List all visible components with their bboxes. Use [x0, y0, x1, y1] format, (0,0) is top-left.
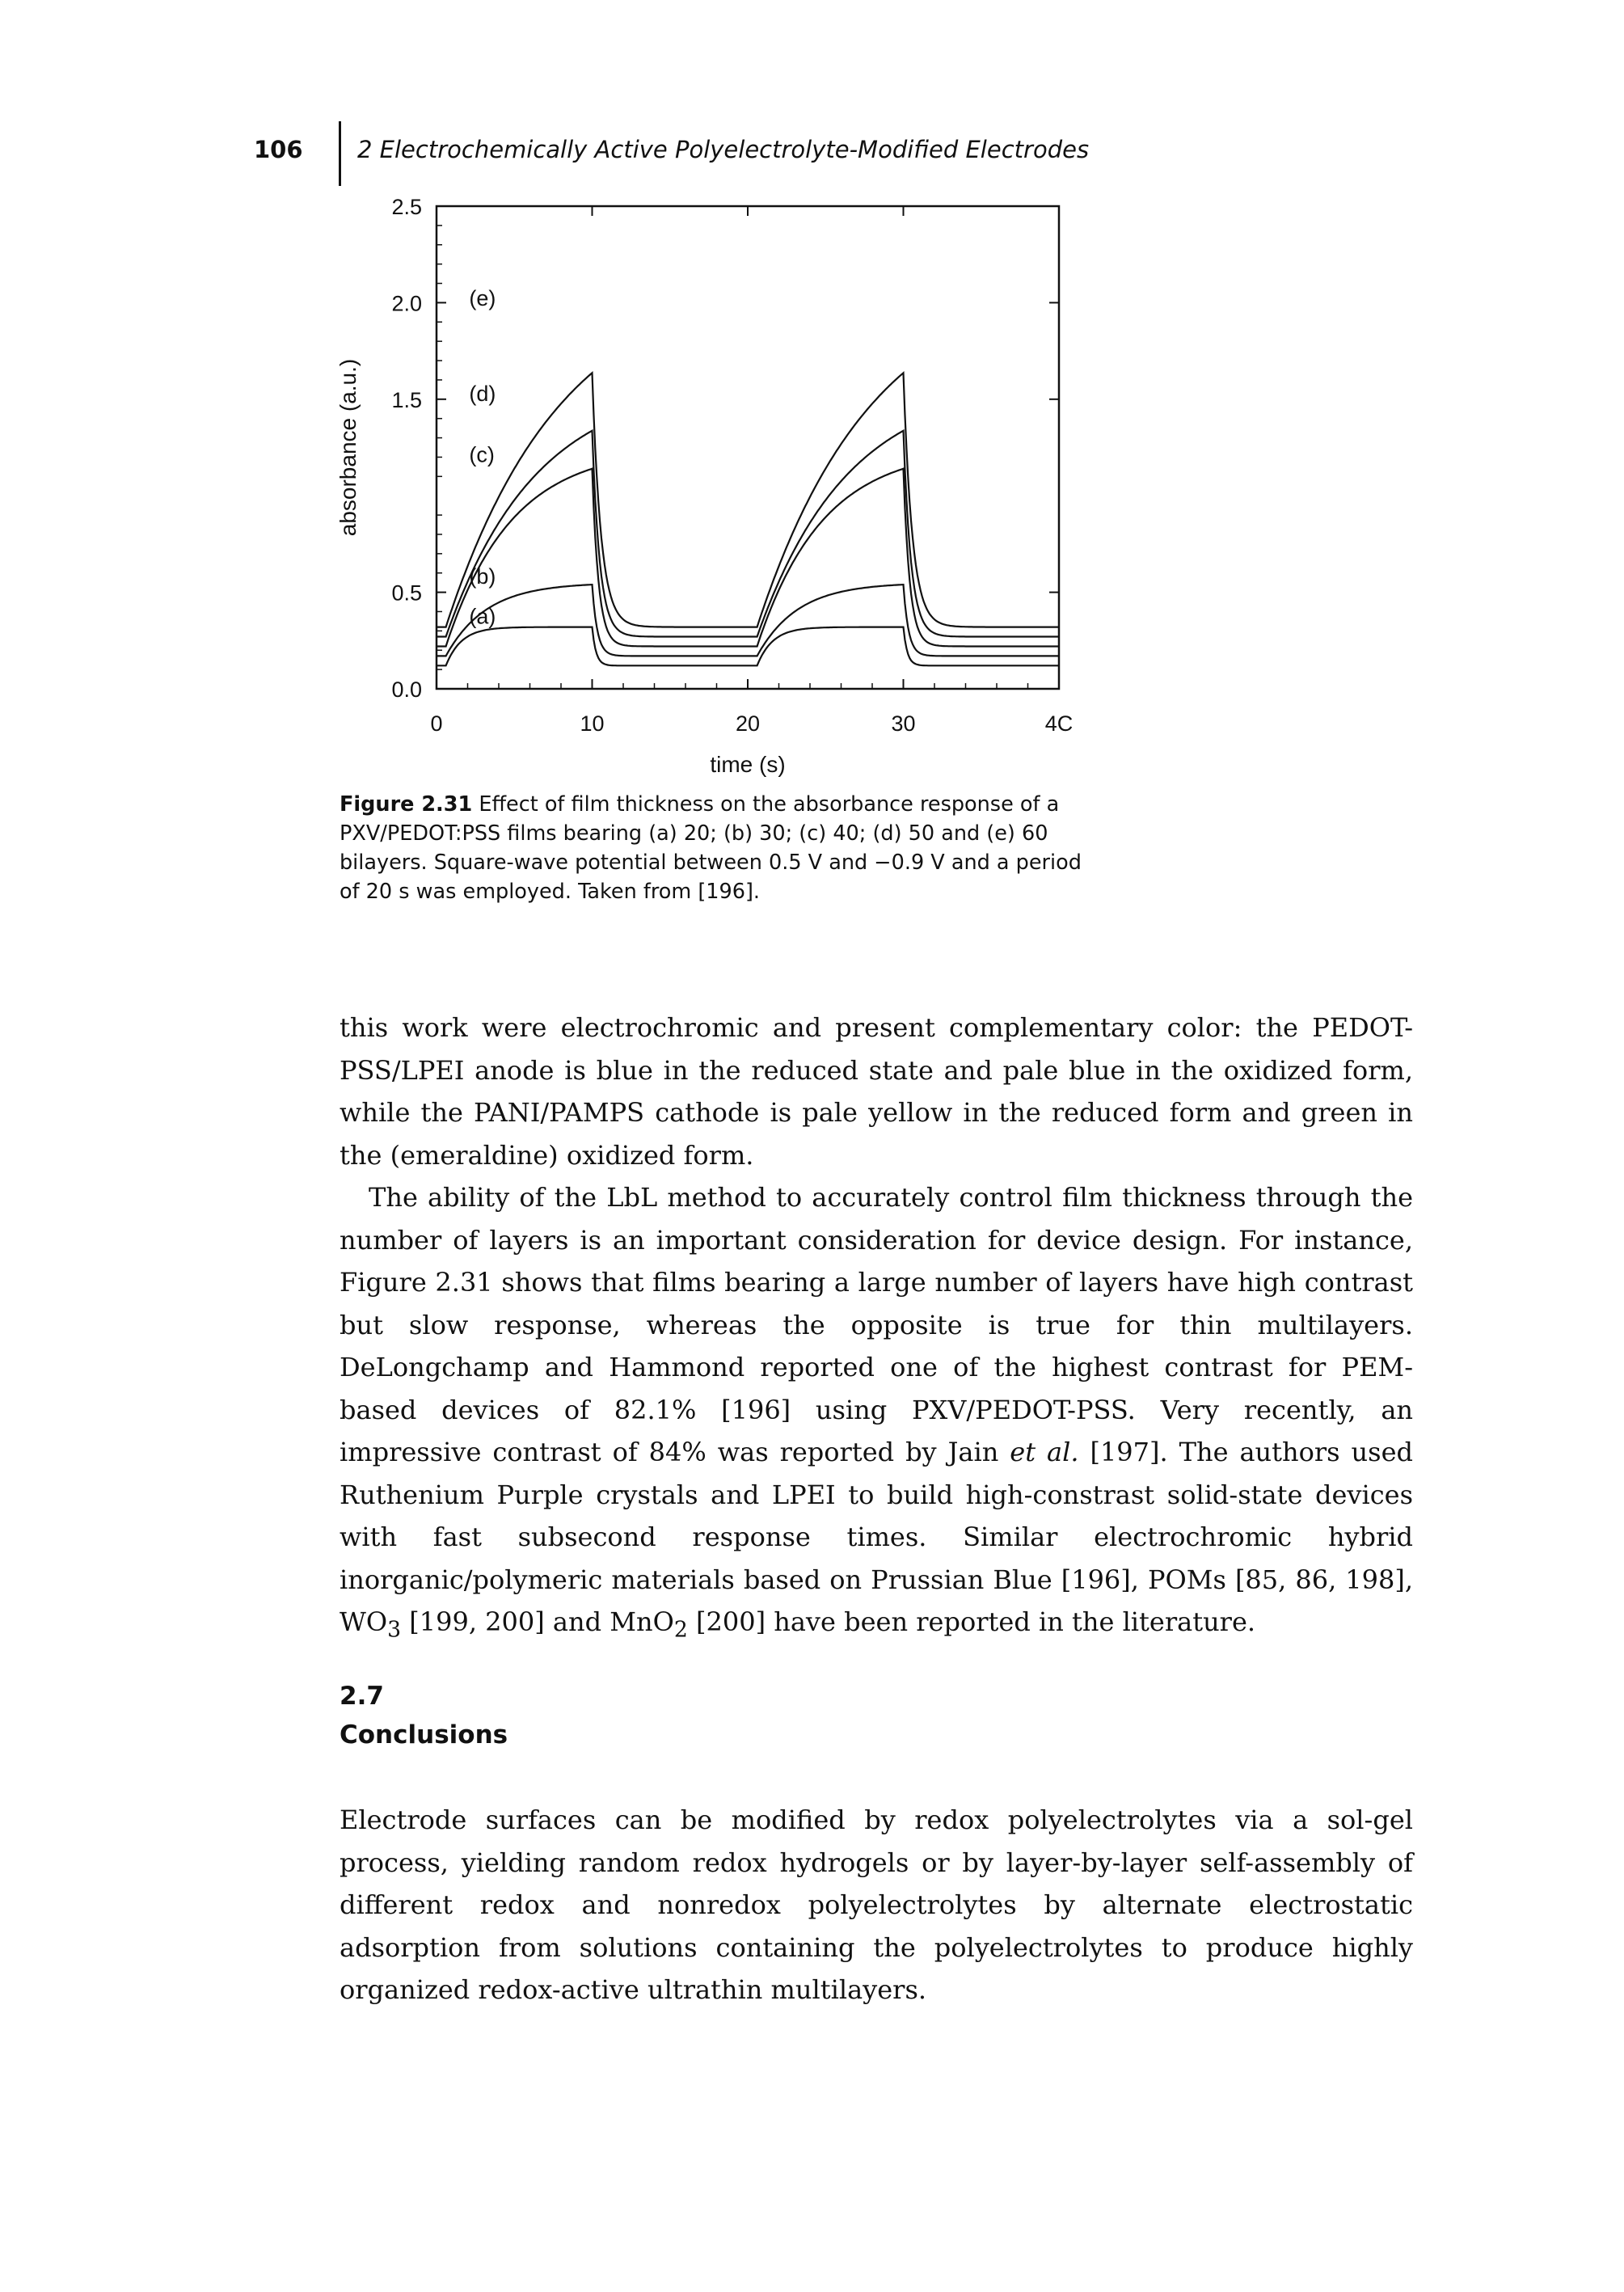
curve-label: (a) [469, 604, 496, 628]
paragraph-2-part-b: [197]. The authors used Ruthenium Purple… [340, 1437, 1414, 1637]
absorbance-chart: 0 10 20 30 4C 0.0 0.5 1.5 2.0 2.5 time (s) absorban… [335, 195, 1073, 777]
series-curve-3 [437, 428, 1059, 638]
labels: 0 10 20 30 4C 0.0 0.5 1.5 2.0 2.5 time (s) absorban… [335, 195, 1073, 777]
curve-label: (b) [469, 564, 496, 589]
curve-label: (e) [469, 286, 496, 310]
x-tick-label: 20 [736, 711, 760, 736]
subscript-2: 2 [673, 1617, 688, 1643]
x-tick-label: 4C [1045, 711, 1074, 736]
axes [435, 205, 1061, 690]
curve-label: (d) [469, 382, 496, 406]
series-curve-2 [437, 467, 1059, 648]
body-text-block: this work were electrochromic and presen… [340, 1007, 1413, 1652]
page-header: 106 2 Electrochemically Active Polyelect… [254, 121, 1466, 186]
y-tick-label: 2.0 [391, 291, 422, 315]
curve-label: (c) [469, 442, 494, 466]
subscript-3: 3 [387, 1617, 402, 1643]
conclusions-text-block: Electrode surfaces can be modified by re… [340, 1799, 1413, 2011]
x-tick-label: 10 [580, 711, 604, 736]
caption-text: Effect of film thickness on the absorban… [340, 792, 1082, 904]
section-number: 2.7 [340, 1682, 384, 1711]
running-title: 2 Electrochemically Active Polyelectroly… [357, 136, 1090, 163]
series-curve-1 [437, 583, 1059, 657]
caption-lead: Figure 2.31 [340, 792, 473, 817]
series-curve-0 [437, 626, 1059, 667]
y-tick-label: 0.5 [391, 581, 422, 606]
y-tick-label: 2.5 [391, 195, 422, 219]
paragraph-2-part-c: [199, 200] and MnO [401, 1606, 674, 1637]
page-number: 106 [254, 136, 303, 163]
series-curve-4 [437, 371, 1059, 628]
x-tick-label: 0 [430, 711, 442, 736]
y-tick-label: 0.0 [391, 677, 422, 702]
paragraph-2: The ability of the LbL method to accurat… [340, 1176, 1413, 1652]
plot-frame [435, 205, 1061, 690]
section-title: Conclusions [340, 1720, 508, 1750]
figure-caption: Figure 2.31 Effect of film thickness on … [340, 790, 1083, 906]
curves [437, 371, 1059, 667]
x-tick-label: 30 [891, 711, 915, 736]
header-rule [339, 121, 341, 186]
figure-2-31: 0 10 20 30 4C 0.0 0.5 1.5 2.0 2.5 time (s) absorban… [323, 182, 1099, 796]
et-al: et al. [1010, 1437, 1079, 1467]
y-axis-label: absorbance (a.u.) [335, 359, 361, 536]
paragraph-2-part-d: [200] have been reported in the literatu… [687, 1606, 1256, 1637]
x-axis-label: time (s) [710, 752, 785, 777]
paragraph-1: this work were electrochromic and presen… [340, 1012, 1413, 1171]
y-tick-label: 1.5 [391, 388, 422, 412]
ticks [436, 205, 1060, 690]
conclusions-paragraph: Electrode surfaces can be modified by re… [340, 1804, 1413, 2005]
paragraph-2-part-a: The ability of the LbL method to accurat… [340, 1182, 1413, 1467]
